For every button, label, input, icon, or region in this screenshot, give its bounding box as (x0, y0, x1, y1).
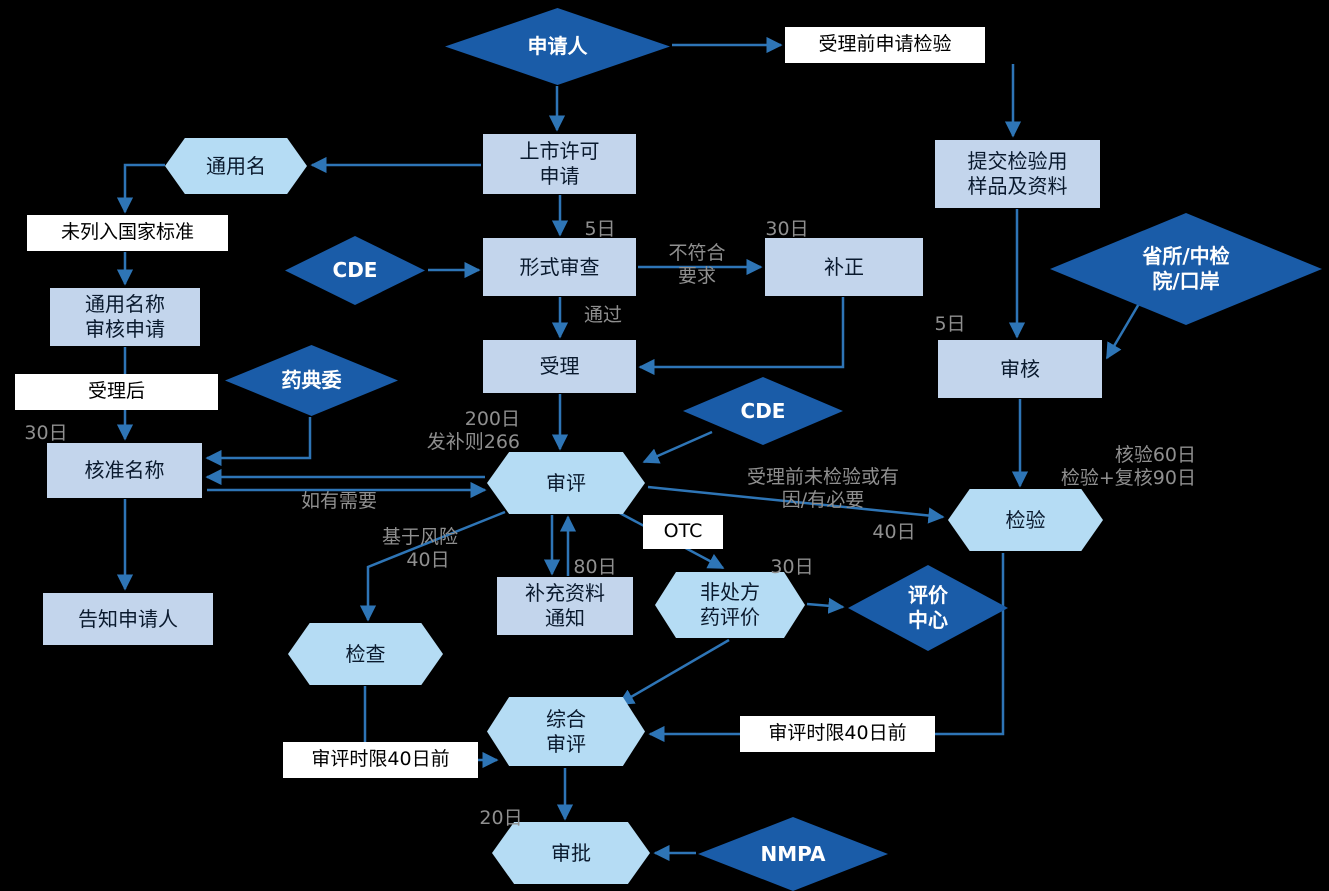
node-inspection-test: 检验 (948, 489, 1103, 551)
node-review: 审评 (487, 452, 645, 514)
node-otc: OTC (643, 515, 723, 549)
label-not-meet-requirements: 不符合 要求 (668, 242, 726, 288)
label-approval-days: 20日 (479, 807, 523, 829)
node-formal-review: 形式审查 (483, 238, 636, 296)
label-review-days: 200日 发补则266 (426, 408, 520, 454)
node-onsite-inspection: 检查 (288, 623, 443, 685)
node-generic-name-review-application: 通用名称 审核申请 (50, 288, 200, 346)
node-supplementary-notice: 补充资料 通知 (497, 577, 633, 635)
node-pre-acceptance-inspection: 受理前申请检验 (785, 27, 985, 63)
label-pass: 通过 (583, 304, 622, 326)
label-supplement-days: 80日 (573, 556, 617, 578)
label-verification-days: 5日 (934, 313, 966, 335)
label-if-needed: 如有需要 (300, 490, 377, 512)
label-risk-based: 基于风险 (381, 526, 458, 548)
node-notify-applicant: 告知申请人 (43, 593, 213, 645)
label-correction-days: 30日 (765, 218, 809, 240)
node-otc-evaluation: 非处方 药评价 (655, 572, 805, 638)
label-risk-days: 40日 (406, 549, 450, 571)
label-test-days: 40日 (872, 521, 916, 543)
label-no-pretest-reason: 受理前未检验或有 因/有必要 (746, 466, 899, 512)
node-verification: 审核 (938, 340, 1102, 398)
node-acceptance: 受理 (483, 340, 636, 393)
node-approved-name: 核准名称 (47, 443, 202, 498)
node-marketing-authorization-application: 上市许可 申请 (483, 134, 636, 194)
node-comprehensive-review: 综合 审评 (487, 697, 645, 766)
node-correction: 补正 (765, 238, 923, 296)
label-formal-review-days: 5日 (584, 218, 616, 240)
node-submit-samples: 提交检验用 样品及资料 (935, 140, 1100, 208)
node-review-deadline-right: 审评时限40日前 (740, 716, 935, 752)
node-generic-name: 通用名 (165, 138, 307, 194)
node-approval: 审批 (492, 822, 650, 884)
label-approved-name-days: 30日 (24, 422, 68, 444)
node-after-acceptance: 受理后 (15, 374, 218, 410)
label-otc-days: 30日 (770, 556, 814, 578)
node-not-listed-national-standard: 未列入国家标准 (27, 215, 228, 251)
node-review-deadline-left: 审评时限40日前 (283, 742, 478, 778)
label-test-duration: 核验60日 检验+复核90日 (1060, 444, 1196, 490)
